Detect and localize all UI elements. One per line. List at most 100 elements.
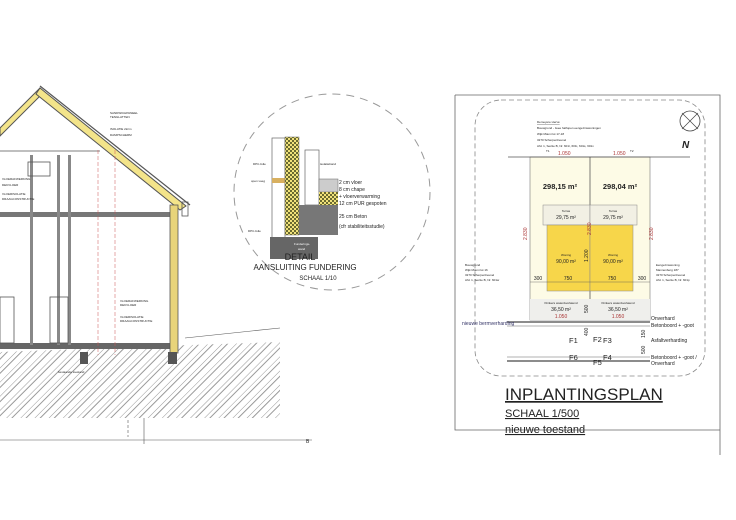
- svg-text:2.830: 2.830: [523, 227, 529, 240]
- svg-text:Bouwgrond - twee halfopen eeng: Bouwgrond - twee halfopen eengezinswonin…: [537, 126, 601, 130]
- svg-text:Terras: Terras: [562, 209, 571, 213]
- svg-text:2.830: 2.830: [587, 222, 593, 235]
- upper-floor: [0, 212, 170, 217]
- svg-text:2.830: 2.830: [649, 227, 655, 240]
- photo-marker: F5: [593, 358, 602, 367]
- klinkers-left: [530, 299, 590, 320]
- svg-text:29,75 m²: 29,75 m²: [603, 215, 623, 221]
- photo-marker: F6: [569, 353, 578, 362]
- svg-text:Afd. 1, Sectie B, Nr. 601r, 60: Afd. 1, Sectie B, Nr. 601r, 601t, 601s, …: [537, 144, 594, 148]
- layer-label: 8 cm chape: [339, 187, 365, 193]
- layer-label: 12 cm PUR gespoten: [339, 201, 387, 207]
- insulation: [284, 136, 300, 236]
- detail-scale: SCHAAL 1/10: [299, 276, 337, 282]
- svg-text:3270 Scherpenheuvel: 3270 Scherpenheuvel: [465, 273, 495, 277]
- note: VLOERISOLATIE: [120, 315, 143, 319]
- door: [0, 296, 15, 344]
- svg-text:Klinkers waterdoorlatend: Klinkers waterdoorlatend: [601, 301, 634, 305]
- berm-label: nieuwe bermverharding: [462, 321, 514, 327]
- svg-text:Afd. 1, Sectie B, Nr. 601w: Afd. 1, Sectie B, Nr. 601w: [465, 278, 500, 282]
- svg-text:Onverhard: Onverhard: [651, 361, 675, 367]
- site-plan: N Demeyere Hervé Bouwgrond - twee halfop…: [454, 94, 721, 455]
- svg-text:isolatieband: isolatieband: [320, 162, 336, 166]
- window: [27, 161, 51, 177]
- photo-marker: F1: [569, 336, 578, 345]
- lot-area-right: 298,04 m²: [603, 182, 638, 191]
- svg-text:DPC-folie: DPC-folie: [248, 229, 261, 233]
- svg-text:Terras: Terras: [609, 209, 618, 213]
- brick-wall: [271, 137, 286, 251]
- svg-text:T2: T2: [630, 149, 634, 153]
- plan-scale: SCHAAL 1/500: [505, 408, 579, 420]
- svg-text:1.050: 1.050: [555, 314, 568, 320]
- note: DRAAGCONSTRUCTIE: [2, 197, 34, 201]
- svg-text:3270 Scherpenheuvel: 3270 Scherpenheuvel: [537, 138, 567, 142]
- ground-hatch: [0, 342, 280, 418]
- svg-text:Betonboord + -goot /: Betonboord + -goot /: [651, 355, 697, 361]
- svg-text:750: 750: [564, 276, 573, 282]
- svg-text:DPC-folie: DPC-folie: [253, 162, 266, 166]
- note: ISOLATIE 22cm: [110, 127, 132, 131]
- svg-text:500: 500: [641, 345, 647, 354]
- svg-text:90,00 m²: 90,00 m²: [556, 259, 576, 265]
- roof-right: [35, 87, 187, 211]
- layer-label: + vloerverwarming: [339, 194, 380, 200]
- note: DAMPSCHERM: [110, 133, 132, 137]
- svg-text:Woning: Woning: [608, 253, 618, 257]
- svg-text:300: 300: [638, 276, 647, 282]
- svg-text:300: 300: [534, 276, 543, 282]
- svg-text:1.200: 1.200: [584, 249, 590, 262]
- note: VLOERAFWERKING: [2, 177, 31, 181]
- note: DEKVLOER: [2, 183, 19, 187]
- door: [49, 296, 69, 344]
- detail-circle: [233, 93, 431, 291]
- svg-text:150: 150: [641, 329, 647, 338]
- note: DRAAGCONSTRUCTIE: [120, 319, 152, 323]
- exterior-wall: [169, 204, 179, 354]
- svg-text:36,50 m²: 36,50 m²: [551, 307, 571, 313]
- svg-text:T1: T1: [546, 149, 550, 153]
- plan-subtitle: nieuwe toestand: [505, 424, 585, 436]
- svg-text:400: 400: [584, 327, 590, 336]
- building-section: B SANDWICHPANEEL TENGLATTEN ISOLATIE 22c…: [0, 85, 312, 445]
- layer-label: 2 cm vloer: [339, 180, 362, 186]
- woning-left: [546, 224, 591, 292]
- svg-text:Mannenberg 187: Mannenberg 187: [656, 268, 679, 272]
- inner-wall: [304, 149, 320, 206]
- svg-text:1.050: 1.050: [558, 151, 571, 157]
- plan-title: INPLANTINGSPLAN: [505, 385, 663, 404]
- klinkers-right: [590, 299, 650, 320]
- note: DEKVLOER: [120, 303, 137, 307]
- svg-text:Klinkers waterdoorlatend: Klinkers waterdoorlatend: [544, 301, 577, 305]
- pur-layer: [319, 192, 338, 205]
- svg-text:29,75 m²: 29,75 m²: [556, 215, 576, 221]
- layer-label: (cfr stabiliteitsstudie): [339, 224, 385, 230]
- svg-text:Onverhard: Onverhard: [651, 316, 675, 322]
- svg-text:Afd. 1, Sectie B, Nr. 601p: Afd. 1, Sectie B, Nr. 601p: [656, 278, 690, 282]
- photo-marker: F3: [603, 336, 612, 345]
- note: SANDWICHPANEEL: [110, 111, 138, 115]
- svg-text:750: 750: [608, 276, 617, 282]
- svg-text:Asfaltverharding: Asfaltverharding: [651, 338, 687, 344]
- ground-floor: [0, 343, 178, 349]
- svg-text:36,50 m²: 36,50 m²: [608, 307, 628, 313]
- svg-text:Funderings-: Funderings-: [294, 242, 310, 246]
- compass-icon: [679, 110, 701, 132]
- svg-text:Eengezinswoning: Eengezinswoning: [656, 263, 680, 267]
- svg-text:Bouwgrond: Bouwgrond: [465, 263, 481, 267]
- detail-title: DETAIL: [285, 252, 316, 262]
- note: VLOERISOLATIE: [2, 192, 25, 196]
- layer-label: 25 cm Beton: [339, 214, 367, 220]
- plot-boundary: [474, 99, 706, 377]
- lot-area-left: 298,15 m²: [543, 182, 578, 191]
- svg-text:Betonboord + -goot: Betonboord + -goot: [651, 323, 695, 329]
- svg-text:1.050: 1.050: [612, 314, 625, 320]
- svg-text:open voeg: open voeg: [251, 179, 265, 183]
- svg-text:Wijk Miami lot 17-18: Wijk Miami lot 17-18: [537, 132, 564, 136]
- note: VLOERAFWERKING: [120, 299, 149, 303]
- note: TENGLATTEN: [110, 115, 130, 119]
- foundation-detail: Funderings- wand DPC-folie open voeg DPC…: [233, 93, 431, 291]
- svg-text:500: 500: [584, 304, 590, 313]
- photo-marker: F4: [603, 353, 612, 362]
